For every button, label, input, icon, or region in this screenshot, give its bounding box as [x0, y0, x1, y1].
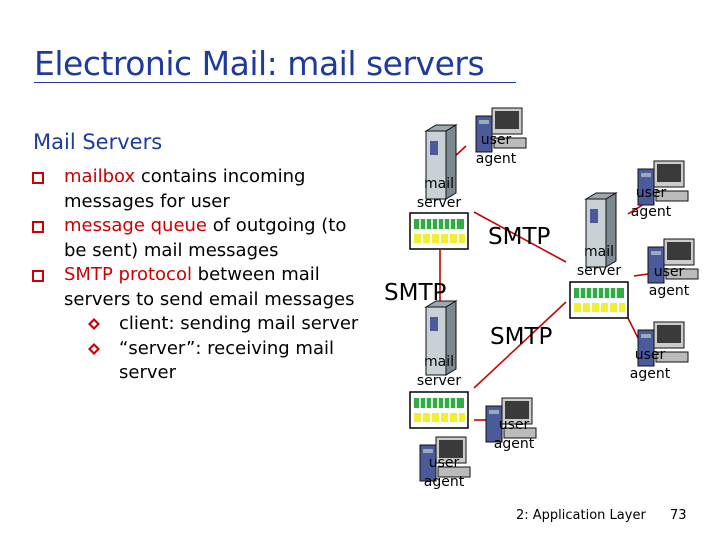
diamond-bullet-icon — [88, 342, 100, 355]
user-agent-label: user agent — [475, 132, 517, 167]
message-queue-icon — [569, 281, 629, 319]
bullet-highlight: SMTP protocol — [64, 264, 192, 285]
bullet-mailbox: mailbox contains incoming messages for u… — [30, 165, 360, 214]
mail-server-label: mail server — [416, 176, 462, 211]
sub-bullet-server: “server”: receiving mail server — [59, 337, 360, 386]
bullet-highlight: message queue — [64, 215, 208, 236]
bullet-list: mailbox contains incoming messages for u… — [30, 165, 360, 386]
sub-bullet-client: client: sending mail server — [59, 312, 360, 337]
smtp-label: SMTP — [490, 324, 553, 350]
smtp-label: SMTP — [384, 280, 447, 306]
user-agent-label: user agent — [423, 455, 465, 490]
checkbox-bullet-icon — [32, 221, 44, 233]
diamond-bullet-icon — [88, 318, 100, 330]
footer-page-number: 73 — [670, 508, 687, 523]
bullet-message-queue: message queue of outgoing (to be sent) m… — [30, 214, 360, 263]
edge-server2-ua-right2 — [633, 273, 649, 277]
user-agent-label: user agent — [648, 264, 690, 299]
bullet-smtp-protocol: SMTP protocol between mail servers to se… — [30, 263, 360, 312]
mail-server-label: mail server — [416, 354, 462, 389]
edge-server3-server2 — [473, 301, 567, 389]
message-queue-icon — [409, 391, 469, 429]
checkbox-bullet-icon — [32, 270, 44, 282]
user-agent-label: user agent — [629, 347, 671, 382]
mail-server-label: mail server — [576, 244, 622, 279]
title-underline — [34, 82, 516, 83]
subheading: Mail Servers — [33, 130, 163, 154]
slide-title: Electronic Mail: mail servers — [34, 44, 485, 83]
sub-bullet-text: client: sending mail server — [119, 313, 359, 334]
bullet-highlight: mailbox — [64, 166, 136, 187]
footer-chapter: 2: Application Layer — [516, 508, 646, 523]
edge-server2-ua-right1 — [627, 203, 645, 215]
checkbox-bullet-icon — [32, 172, 44, 184]
smtp-label: SMTP — [488, 224, 551, 250]
bullet-text: contains incoming messages for user — [64, 166, 306, 212]
sub-bullet-text: “server”: receiving mail server — [119, 337, 334, 384]
user-agent-label: user agent — [630, 185, 672, 220]
edge-server1-server2 — [473, 211, 567, 263]
user-agent-label: user agent — [493, 417, 535, 452]
bullet-text: between mail servers to send email messa… — [64, 264, 355, 310]
bullet-text: of outgoing (to be sent) mail messages — [64, 215, 347, 261]
message-queue-icon — [409, 212, 469, 250]
